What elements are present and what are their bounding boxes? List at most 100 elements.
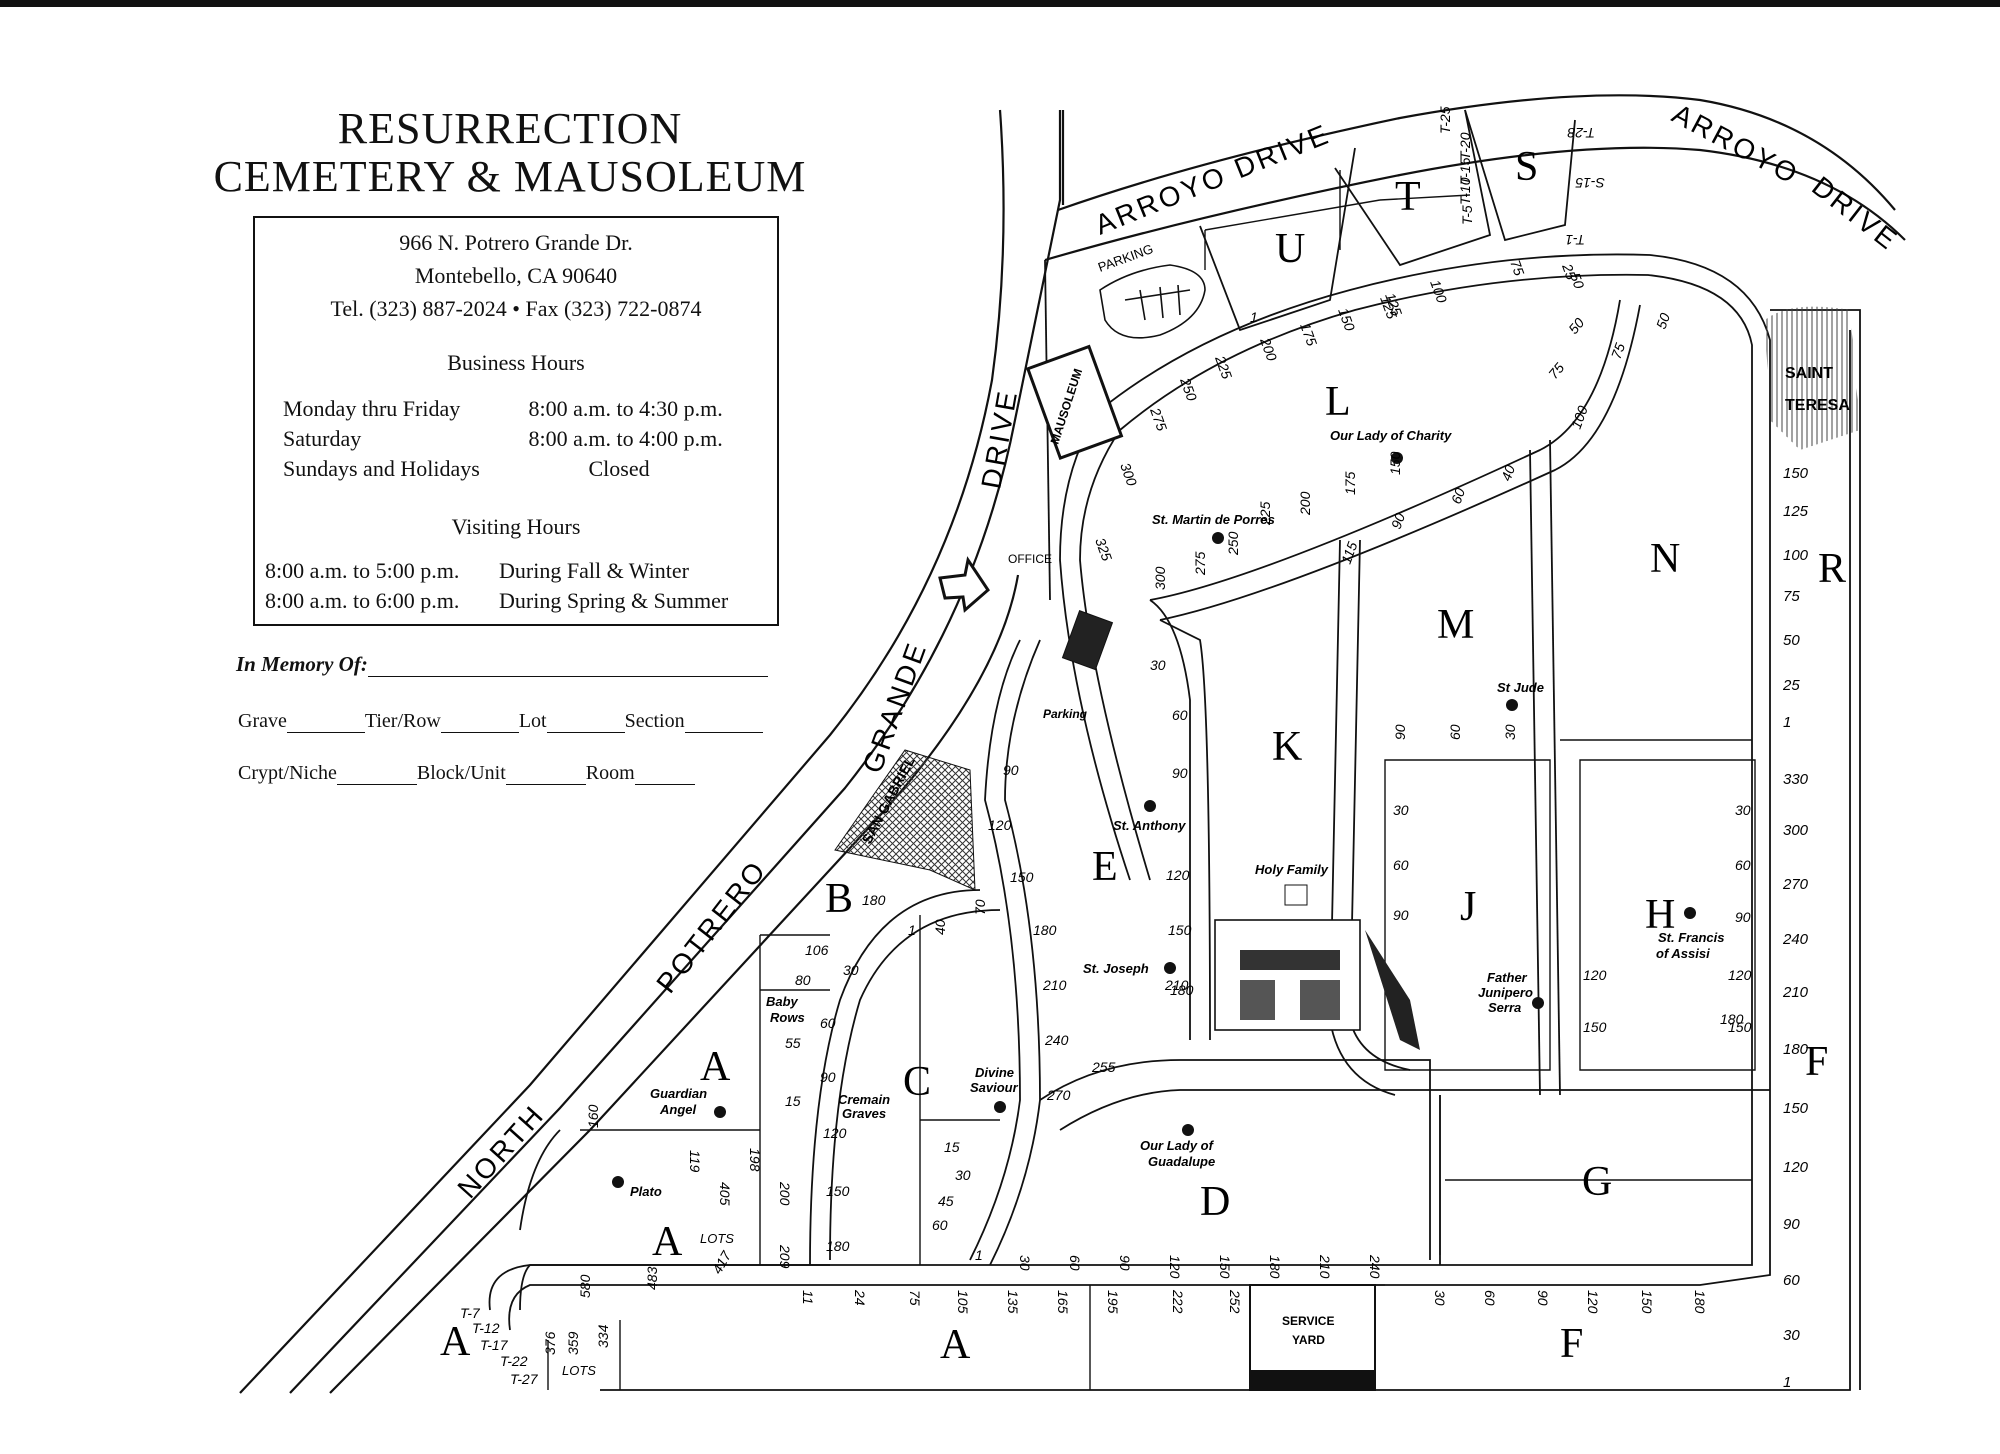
row-number: 120 — [823, 1125, 847, 1141]
crypt-niche-field[interactable] — [336, 764, 417, 785]
row-number: 90 — [1535, 1290, 1551, 1306]
row-number: 30 — [955, 1167, 971, 1183]
shrine-plato: Plato — [630, 1184, 662, 1199]
row-number: 120 — [1585, 1290, 1601, 1314]
crypt-niche-label: Crypt/Niche — [238, 762, 337, 784]
shrine-dot-guardian-angel[interactable] — [714, 1106, 726, 1118]
shrine-st-francis-2: of Assisi — [1656, 946, 1710, 961]
section-m: M — [1437, 602, 1474, 648]
hours-row: Monday thru Friday 8:00 a.m. to 4:30 p.m… — [283, 394, 763, 424]
service-yard-label-1: SERVICE — [1282, 1314, 1334, 1328]
shrine-dot-our-lady-charity[interactable] — [1391, 452, 1403, 464]
section-label: Section — [624, 710, 685, 732]
t-row-label: T-7 — [460, 1305, 481, 1321]
row-number: 60 — [820, 1015, 836, 1031]
shrine-dot-st-jude[interactable] — [1506, 699, 1518, 711]
row-number: 105 — [955, 1290, 971, 1314]
shrine-dot-our-lady-guadalupe[interactable] — [1182, 1124, 1194, 1136]
ruler-tick: 240 — [1782, 931, 1809, 948]
row-number: 180 — [1033, 922, 1057, 938]
lot-label: Lot — [518, 710, 547, 732]
shrine-st-anthony: St. Anthony — [1113, 818, 1186, 833]
hours-time: 8:00 a.m. to 4:00 p.m. — [528, 426, 723, 451]
tier-row-field[interactable] — [440, 712, 519, 733]
shrine-dot-father-serra[interactable] — [1532, 997, 1544, 1009]
title-line-2: CEMETERY & MAUSOLEUM — [213, 152, 807, 201]
info-box: 966 N. Potrero Grande Dr. Montebello, CA… — [253, 216, 779, 626]
section-d: D — [1200, 1179, 1230, 1225]
row-number: 50 — [1565, 315, 1587, 337]
row-number: 30 — [843, 962, 859, 978]
hours-row: Sundays and Holidays Closed — [283, 454, 763, 484]
grave-field[interactable] — [286, 712, 365, 733]
row-number: 250 — [1225, 531, 1241, 556]
shrine-dot-plato[interactable] — [612, 1176, 624, 1188]
row-number: 60 — [1482, 1290, 1498, 1306]
saint-teresa-area — [1765, 306, 1860, 450]
ruler-tick: 50 — [1783, 632, 1800, 649]
row-number: 150 — [1583, 1019, 1607, 1035]
row-number: 119 — [687, 1150, 703, 1173]
row-numbers-l: 50 75 100 125 150 175 200 225 250 275 30… — [1092, 258, 1673, 590]
section-field[interactable] — [684, 712, 763, 733]
row-number: 90 — [1393, 907, 1409, 923]
row-number: 11 — [800, 1290, 816, 1305]
row-number: 210 — [1042, 977, 1067, 993]
row-number: 1 — [908, 922, 916, 938]
row-number: 50 — [1567, 271, 1587, 291]
section-j: J — [1460, 884, 1476, 930]
row-number: 30 — [1502, 724, 1518, 740]
row-number: 60 — [1393, 857, 1409, 873]
block-unit-field[interactable] — [505, 764, 586, 785]
ruler-tick: 60 — [1783, 1272, 1800, 1289]
row-number: 210 — [1317, 1254, 1333, 1279]
t-row-label: T-20 — [1457, 132, 1473, 160]
shrine-dot-divine-saviour[interactable] — [994, 1101, 1006, 1113]
hours-time: 8:00 a.m. to 4:30 p.m. — [528, 396, 723, 421]
service-yard-label-2: YARD — [1292, 1333, 1325, 1347]
row-number: 180 — [826, 1238, 850, 1254]
arroyo-drive — [1044, 94, 1906, 262]
visiting-hours-heading: Visiting Hours — [451, 514, 581, 539]
shrine-father-serra-1: Father — [1487, 970, 1528, 985]
row-number: 60 — [1172, 707, 1188, 723]
shrine-dot-st-martin[interactable] — [1212, 532, 1224, 544]
section-a-1: A — [700, 1044, 731, 1090]
shrine-our-lady-charity: Our Lady of Charity — [1330, 428, 1452, 443]
office-label: OFFICE — [1008, 552, 1052, 566]
shrine-divine-saviour-2: Saviour — [970, 1080, 1019, 1095]
row-number: 150 — [1168, 922, 1192, 938]
row-number: 75 — [1608, 341, 1628, 361]
room-field[interactable] — [634, 764, 695, 785]
shrine-guardian-angel-2: Angel — [659, 1102, 697, 1117]
shrine-dot-st-joseph[interactable] — [1164, 962, 1176, 974]
tier-row-label: Tier/Row — [364, 710, 441, 732]
row-number: 175 — [1342, 471, 1358, 495]
visit-row: 8:00 a.m. to 5:00 p.m. During Fall & Win… — [265, 556, 775, 586]
ruler-tick: 210 — [1782, 984, 1809, 1001]
road-label-arroyo-drive: ARROYO DRIVE — [1091, 118, 1335, 241]
row-number: 165 — [1055, 1290, 1071, 1314]
shrine-st-martin: St. Martin de Porres — [1152, 512, 1275, 527]
row-number: 175 — [1297, 321, 1320, 349]
shrine-father-serra-3: Serra — [1488, 1000, 1521, 1015]
lot-field[interactable] — [546, 712, 625, 733]
shrine-dot-st-anthony[interactable] — [1144, 800, 1156, 812]
section-dividers — [547, 170, 1756, 1390]
row-number: 180 — [862, 892, 886, 908]
row-number: 225 — [1257, 501, 1273, 526]
block-unit-label: Block/Unit — [416, 762, 506, 784]
interior-roads — [488, 253, 1771, 1331]
road-label-arroyo-drive-east: DRIVE — [1806, 170, 1904, 256]
visit-time: 8:00 a.m. to 5:00 p.m. — [265, 558, 460, 583]
row-number: 60 — [1447, 724, 1463, 740]
row-number: 90 — [1172, 765, 1188, 781]
row-number: 60 — [1067, 1255, 1083, 1271]
in-memory-of-field[interactable] — [367, 656, 768, 677]
row-numbers-j-h: 30 60 90 120 150 180 30 60 90 120 150 — [1393, 802, 1752, 1035]
road-label-drive: DRIVE — [975, 387, 1023, 491]
row-number: 300 — [1117, 461, 1140, 489]
row-number: 376 — [542, 1331, 558, 1355]
shrine-dot-st-francis[interactable] — [1684, 907, 1696, 919]
